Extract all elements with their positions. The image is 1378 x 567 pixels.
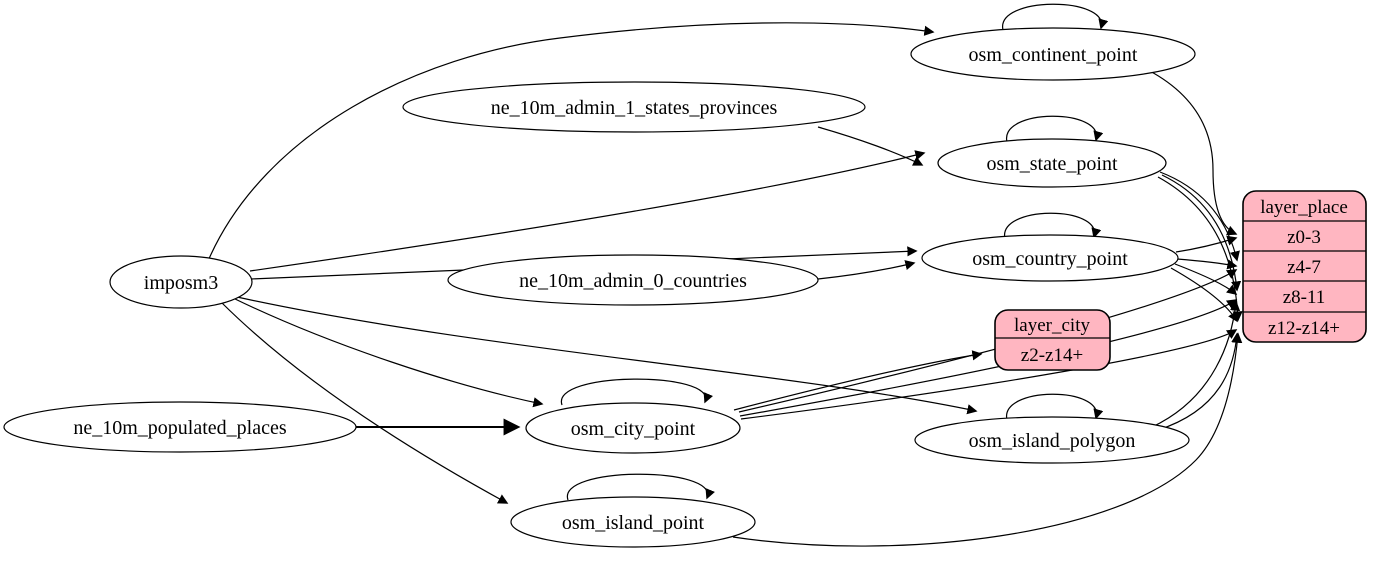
node-shape: [910, 27, 1196, 81]
edge-imposm3-to-osm-island-point: [221, 302, 509, 504]
record-shape: [1242, 190, 1367, 343]
self-loop-osm-island-point: [567, 473, 715, 501]
node-label: osm_country_point: [972, 248, 1128, 270]
edge-imposm3-to-osm-island-polygon: [236, 296, 978, 415]
node-osm-state-point: osm_state_point: [937, 138, 1167, 188]
record-row-z8-11: z8-11: [1283, 287, 1326, 308]
node-shape: [914, 416, 1190, 464]
node-osm-island-point: osm_island_point: [510, 496, 756, 548]
record-row-z0-3: z0-3: [1287, 227, 1321, 248]
node-shape: [3, 401, 357, 453]
node-ne-10m-admin-0-countries: ne_10m_admin_0_countries: [447, 254, 819, 306]
node-label: ne_10m_admin_1_states_provinces: [491, 97, 778, 119]
node-shape: [937, 138, 1167, 188]
edge-osm-city-point-to-layer-place-z4-7: [738, 269, 1238, 413]
edge-ne-countries-to-osm-country-point: [817, 260, 916, 280]
node-ne-10m-populated-places: ne_10m_populated_places: [3, 401, 357, 453]
edge-osm-city-point-to-layer-place-z8-11: [739, 299, 1238, 417]
node-osm-island-polygon: osm_island_polygon: [914, 416, 1190, 464]
node-shape: [109, 255, 253, 309]
node-label: osm_state_point: [986, 153, 1118, 175]
node-label: ne_10m_admin_0_countries: [519, 270, 747, 292]
record-row-z2-z14: z2-z14+: [1021, 345, 1083, 366]
self-loop-osm-country-point: [1004, 212, 1102, 240]
node-label: osm_continent_point: [969, 44, 1138, 66]
node-osm-continent-point: osm_continent_point: [910, 27, 1196, 81]
node-label: osm_city_point: [571, 418, 696, 440]
edge-osm-country-point-to-layer-place-z4-7: [1176, 258, 1238, 270]
record-layer-place: layer_place z0-3 z4-7 z8-11 z12-z14+: [1242, 190, 1367, 343]
edge-osm-island-point-to-layer-place-z12-z14: [732, 332, 1243, 547]
node-shape: [510, 496, 756, 548]
edge-imposm3-to-osm-city-point: [232, 297, 544, 408]
self-loop-osm-city-point: [561, 378, 714, 406]
node-shape: [525, 402, 741, 454]
node-label: osm_island_point: [562, 512, 705, 534]
node-shape: [447, 254, 819, 306]
edge-ne-states-to-osm-state-point: [817, 126, 924, 166]
node-shape: [921, 234, 1179, 282]
node-imposm3: imposm3: [109, 255, 253, 309]
edge-osm-state-point-to-layer-place-z4-7: [1159, 171, 1240, 262]
self-loop-osm-island-polygon: [1006, 393, 1104, 421]
record-layer-city: layer_city z2-z14+: [994, 309, 1111, 371]
edge-osm-state-point-to-layer-place-z8-11: [1161, 174, 1242, 292]
edge-osm-city-point-to-layer-city-z2: [733, 350, 983, 411]
record-row-z12-z14: z12-z14+: [1268, 318, 1340, 339]
node-osm-city-point: osm_city_point: [525, 402, 741, 454]
edge-imposm3-to-osm-continent-point: [207, 22, 935, 262]
self-loop-osm-continent-point: [1002, 3, 1109, 31]
record-shape: [994, 309, 1111, 371]
edge-osm-continent-point-to-layer-place-z0-3: [1147, 69, 1238, 236]
node-label: imposm3: [144, 272, 218, 294]
edge-osm-country-point-to-layer-place-z0-3: [1175, 235, 1238, 253]
node-osm-country-point: osm_country_point: [921, 234, 1179, 282]
edge-osm-island-polygon-to-layer-place-z8-11: [1151, 300, 1241, 428]
node-shape: [402, 81, 866, 133]
edge-osm-city-point-to-layer-place-z12-z14: [740, 329, 1238, 420]
record-row-z4-7: z4-7: [1287, 257, 1321, 278]
node-ne-10m-admin-1-states-provinces: ne_10m_admin_1_states_provinces: [402, 81, 866, 133]
node-label: osm_island_polygon: [969, 430, 1136, 452]
edge-osm-island-polygon-to-layer-place-z12-z14: [1157, 332, 1242, 431]
record-title: layer_city: [1014, 315, 1090, 336]
record-title: layer_place: [1260, 197, 1348, 218]
node-label: ne_10m_populated_places: [73, 417, 286, 439]
self-loop-osm-state-point: [1006, 115, 1104, 143]
edge-imposm3-to-osm-state-point: [249, 150, 926, 272]
